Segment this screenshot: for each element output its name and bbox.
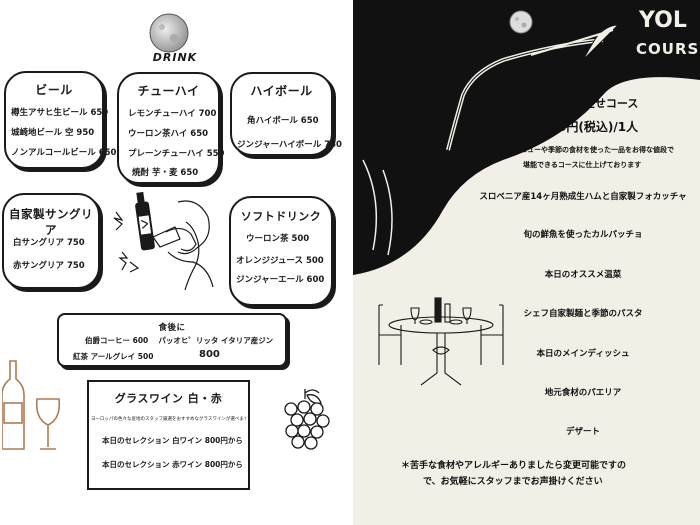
- menu-item: ウーロン茶ハイ 650: [128, 129, 209, 139]
- course-item: スロベニア産14ヶ月熟成生ハムと自家製フォカッチャ: [479, 192, 687, 202]
- sangria-title: 自家製サングリア: [9, 207, 93, 237]
- menu-item: 樽生アサヒ生ビール 650: [11, 108, 109, 118]
- sangria-section: 自家製サングリア 白サングリア 750 赤サングリア 750: [2, 193, 100, 289]
- glass-wine-section: グラスワイン 白・赤 ヨーロッパの色々な産地のスタッフ厳選をおすすめなグラスワイ…: [87, 380, 250, 490]
- background-shape: [353, 0, 700, 275]
- menu-item: ウーロン茶 500: [246, 234, 310, 244]
- beer-section: ビール 樽生アサヒ生ビール 650 城崎地ビール 空 950 ノンアルコールビー…: [4, 71, 116, 169]
- menu-item: プレーンチューハイ 550: [128, 149, 225, 159]
- beer-title: ビール: [35, 83, 73, 97]
- menu-item: 焼酎 芋・麦 650: [132, 168, 199, 178]
- menu-item: ジンジャーハイボール 750: [237, 140, 342, 150]
- menu-item: 本日のセレクション 白ワイン 800円から: [102, 436, 243, 445]
- course-title: YOLのお任せコース: [538, 97, 639, 110]
- menu-item: レモンチューハイ 700: [128, 109, 217, 119]
- course-header-sub: COURSE: [636, 40, 700, 58]
- course-item: 本日のオススメ温菜: [544, 270, 622, 280]
- course-item: デザート: [565, 427, 600, 437]
- moon-icon: [509, 10, 533, 34]
- course-description: 堪能できるコースに仕上げております: [523, 161, 642, 169]
- glass-wine-title: グラスワイン 白・赤: [114, 392, 223, 405]
- allergy-note: で、お気軽にスタッフまでお声掛けください: [423, 477, 603, 487]
- table-illustration: [378, 297, 504, 386]
- highball-section: ハイボール 角ハイボール 650 ジンジャーハイボール 750: [230, 72, 342, 156]
- course-item: 地元食材のパエリア: [544, 388, 622, 398]
- menu-item: ノンアルコールビール 650: [11, 148, 117, 158]
- toast-illustration: [113, 192, 214, 291]
- menu-item: 伯爵コーヒー 600 パッオヒ゜リッタ イタリア産ジン: [85, 336, 274, 345]
- course-item: 本日のメインディッシュ: [536, 349, 630, 359]
- drink-heading: DRINK: [152, 51, 198, 64]
- grapes-icon: [284, 389, 330, 450]
- drink-menu-page: DRINK ビール 樽生アサヒ生ビール 650 城崎地ビール 空 950 ノンア…: [2, 13, 342, 490]
- soft-drink-section: ソフトドリンク ウーロン茶 500 オレンジジュース 500 ジンジャーエール …: [229, 196, 333, 306]
- menu-item: 城崎地ビール 空 950: [11, 128, 95, 138]
- course-description: 当店の定番メニューや季節の食材を使った一品をお得な値段で: [478, 146, 674, 154]
- course-item: シェフ自家製麺と季節のパスタ: [523, 309, 643, 319]
- after-meal-title: 食後に: [158, 323, 186, 333]
- menu-item-price: 800: [199, 349, 220, 360]
- menu-item: 紅茶 アールグレイ 500: [73, 352, 154, 361]
- after-meal-section: 食後に 伯爵コーヒー 600 パッオヒ゜リッタ イタリア産ジン 紅茶 アールグレ…: [57, 313, 287, 367]
- course-item: 旬の鮮魚を使ったカルパッチョ: [523, 230, 643, 240]
- course-menu-page: YOL COURSE YOLのお任せコース 5500円(税込)/1人 当店の定番…: [353, 0, 700, 525]
- chuhai-section: チューハイ レモンチューハイ 700 ウーロン茶ハイ 650 プレーンチューハイ…: [117, 72, 224, 184]
- menu-item: 本日のセレクション 赤ワイン 800円から: [102, 460, 243, 469]
- course-price: 5500円(税込)/1人: [533, 120, 639, 134]
- menu-item: 白サングリア 750: [13, 238, 85, 248]
- wine-bottle-icon: [2, 360, 61, 450]
- allergy-note: ＊苦手な食材やアレルギーありましたら変更可能ですの: [401, 461, 627, 471]
- menu-item: 角ハイボール 650: [247, 116, 319, 126]
- moon-icon: [149, 13, 189, 53]
- soft-drink-title: ソフトドリンク: [240, 210, 322, 223]
- chuhai-title: チューハイ: [137, 84, 200, 98]
- menu-item: ジンジャーエール 600: [236, 275, 325, 285]
- glass-wine-note: ヨーロッパの色々な産地のスタッフ厳選をおすすめなグラスワインが選べます: [91, 417, 246, 422]
- course-header: YOL: [639, 8, 687, 33]
- menu-item: オレンジジュース 500: [236, 256, 324, 266]
- highball-title: ハイボール: [250, 84, 313, 98]
- menu-item: 赤サングリア 750: [13, 261, 85, 271]
